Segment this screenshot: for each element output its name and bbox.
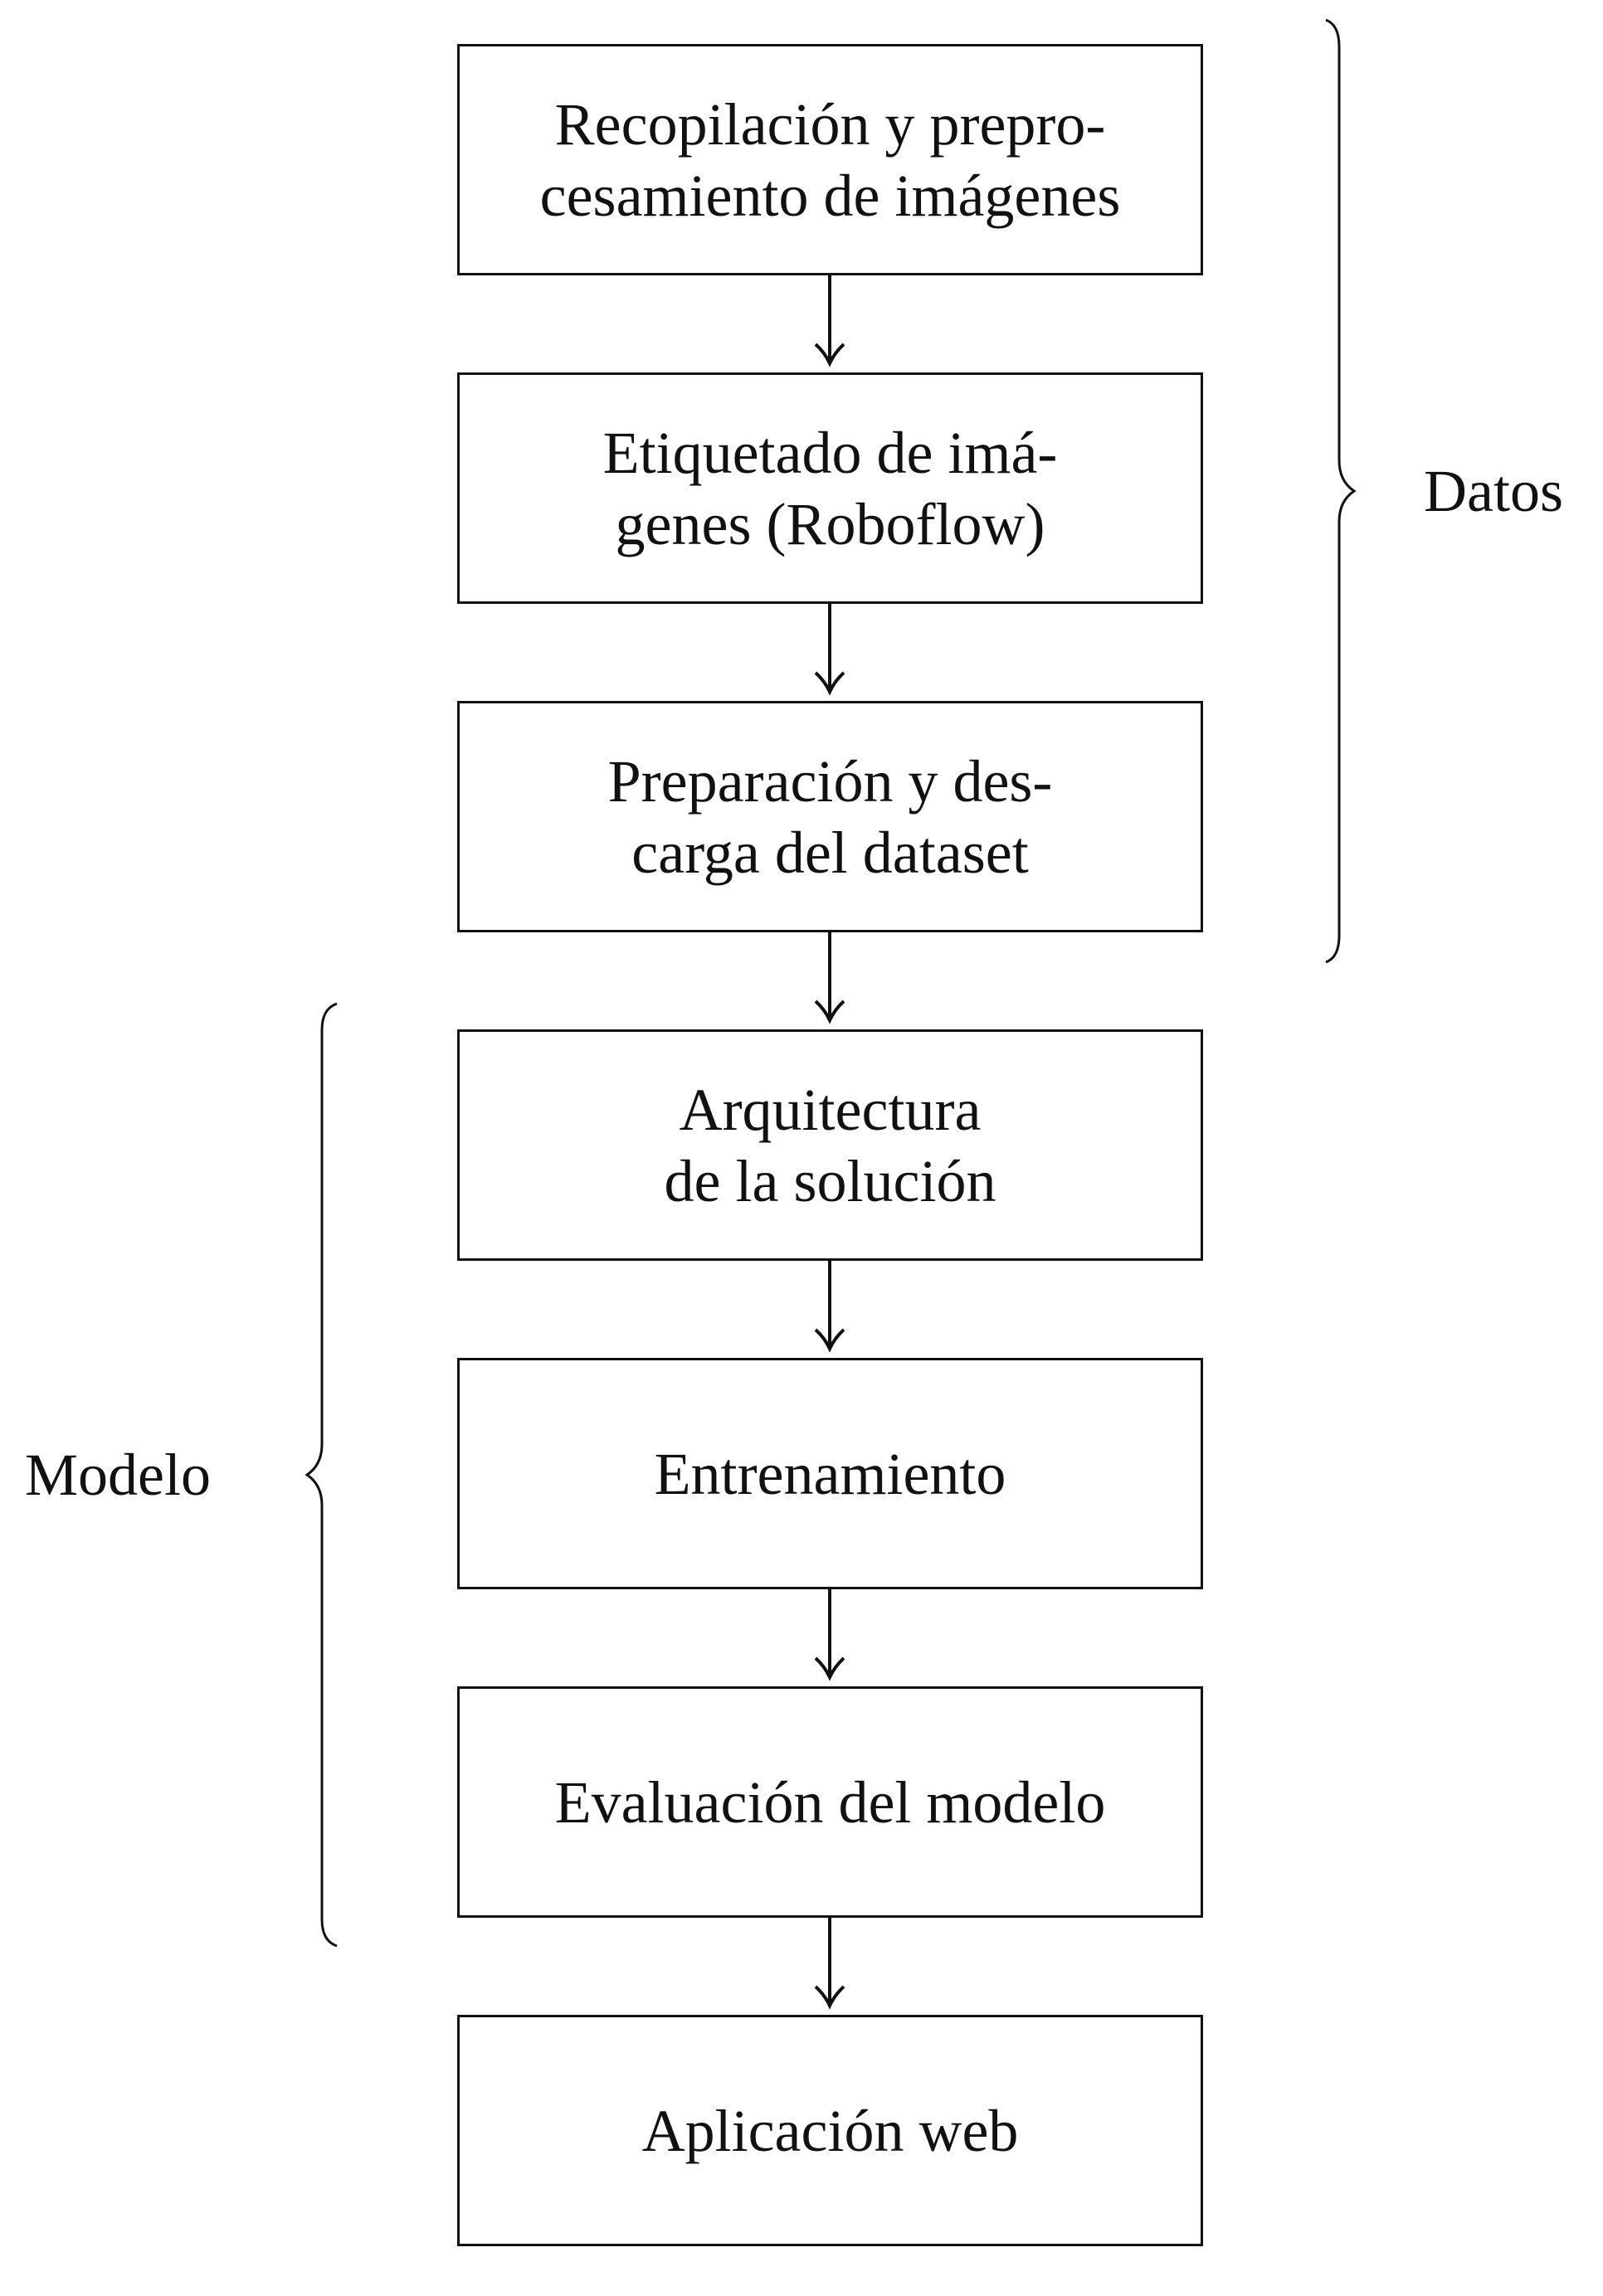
arrow-3-4 <box>814 932 845 1024</box>
datos-brace <box>1325 18 1357 964</box>
step-4-line-2: de la solución <box>664 1147 996 1214</box>
step-2-line-2: genes (Roboflow) <box>615 490 1045 557</box>
step-7-line-1: Aplicación web <box>641 2097 1019 2164</box>
modelo-brace <box>305 1002 338 1948</box>
step-aplicacion-box: Aplicación web <box>457 2015 1203 2246</box>
step-4-line-1: Arquitectura <box>679 1076 982 1143</box>
arrow-2-3 <box>814 604 845 696</box>
arrow-5-6 <box>814 1589 845 1681</box>
step-preparacion-box: Preparación y des- carga del dataset <box>457 701 1203 932</box>
step-recopilacion-box: Recopilación y prepro- cesamiento de imá… <box>457 44 1203 275</box>
step-6-line-1: Evaluación del modelo <box>554 1768 1106 1836</box>
step-etiquetado-box: Etiquetado de imá- genes (Roboflow) <box>457 372 1203 604</box>
step-2-line-1: Etiquetado de imá- <box>602 419 1058 486</box>
group-label-modelo: Modelo <box>25 1442 211 1508</box>
step-3-line-2: carga del dataset <box>631 819 1029 886</box>
step-entrenamiento-box: Entrenamiento <box>457 1358 1203 1589</box>
group-label-datos: Datos <box>1424 458 1563 524</box>
step-evaluacion-box: Evaluación del modelo <box>457 1686 1203 1918</box>
step-arquitectura-box: Arquitectura de la solución <box>457 1029 1203 1261</box>
step-3-line-1: Preparación y des- <box>607 747 1053 815</box>
arrow-1-2 <box>814 275 845 367</box>
arrow-4-5 <box>814 1261 845 1353</box>
arrow-6-7 <box>814 1918 845 2010</box>
step-5-line-1: Entrenamiento <box>654 1440 1006 1507</box>
step-1-line-1: Recopilación y prepro- <box>554 90 1106 158</box>
step-1-line-2: cesamiento de imágenes <box>539 162 1121 229</box>
